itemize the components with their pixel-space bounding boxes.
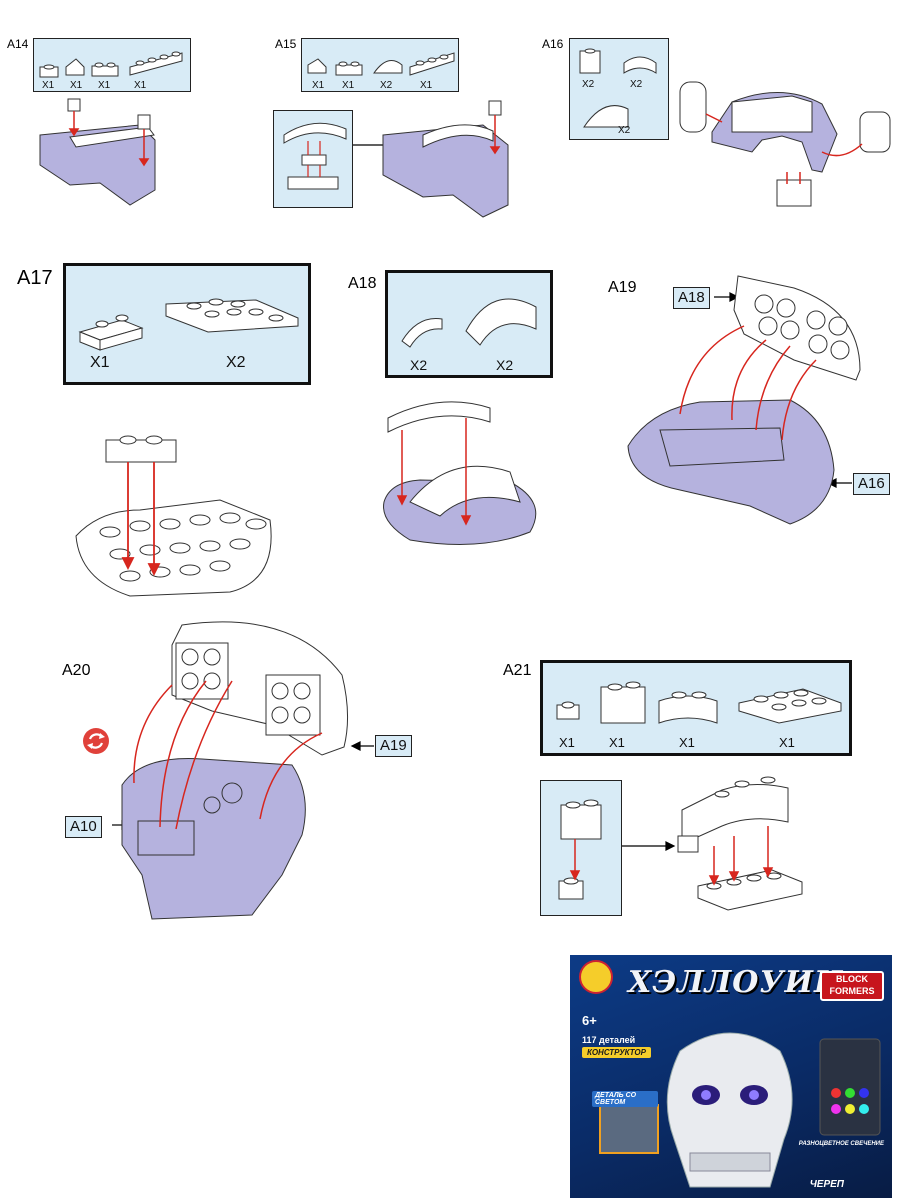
qty-a16-2: X2 — [630, 79, 643, 90]
parts-box-a18: X2 X2 — [385, 270, 553, 378]
assembly-a16 — [679, 81, 891, 207]
parts-box-a14: X1 X1 X1 X1 — [33, 38, 191, 92]
sub-assembly-box-a15 — [273, 110, 353, 208]
qty-a21-2: X1 — [609, 735, 625, 750]
cover-artwork — [579, 960, 881, 1188]
step-label-a18: A18 — [348, 275, 377, 292]
assembly-a17 — [75, 435, 272, 597]
qty-a15-3: X2 — [380, 80, 393, 91]
callout-a16: A16 — [853, 473, 890, 495]
cover-age: 6+ — [582, 1013, 597, 1028]
assembly-a21 — [622, 776, 803, 911]
parts-box-a17: X1 X2 — [63, 263, 311, 385]
qty-a14-4: X1 — [134, 80, 147, 91]
qty-a14-2: X1 — [70, 80, 83, 91]
step-label-a19: A19 — [608, 279, 637, 296]
cover-light-part-label: ДЕТАЛЬ СО СВЕТОМ — [592, 1091, 658, 1107]
sub-assembly-a21 — [558, 799, 602, 900]
cover-kit-label: КОНСТРУКТОР — [582, 1047, 651, 1058]
qty-a18-1: X2 — [410, 357, 428, 373]
assembly-a15 — [353, 100, 509, 218]
callout-a10: A10 — [65, 816, 102, 838]
cover-piece-count: 117 деталей — [582, 1035, 636, 1045]
qty-a16-3: X2 — [618, 125, 631, 136]
step-label-a21: A21 — [503, 662, 532, 679]
cover-rgb-label: РАЗНОЦВЕТНОЕ СВЕЧЕНИЕ — [798, 1141, 884, 1147]
qty-a21-4: X1 — [779, 735, 795, 750]
qty-a21-1: X1 — [559, 735, 575, 750]
parts-icons-a15 — [307, 52, 455, 76]
parts-box-a21: X1 X1 X1 X1 — [540, 660, 852, 756]
step-label-a14: A14 — [7, 37, 29, 51]
qty-a14-3: X1 — [98, 80, 111, 91]
assembly-a19 — [627, 275, 861, 525]
callout-a18: A18 — [673, 287, 710, 309]
qty-a14-1: X1 — [42, 80, 55, 91]
parts-box-a16: X2 X2 X2 — [569, 38, 669, 140]
qty-a15-4: X1 — [420, 80, 433, 91]
parts-icons-a17 — [78, 298, 299, 351]
step-label-a16: A16 — [542, 37, 564, 51]
parts-icons-a18 — [401, 298, 537, 348]
qty-a18-2: X2 — [496, 357, 514, 373]
cover-title: ХЭЛЛОУИН — [628, 965, 844, 1000]
assembly-a18 — [383, 401, 537, 545]
rotate-icon — [83, 728, 109, 754]
parts-icons-a14 — [39, 51, 183, 78]
step-label-a17: A17 — [17, 267, 53, 289]
cover-model-name: ЧЕРЕП — [809, 1179, 844, 1190]
step-label-a20: A20 — [62, 662, 91, 679]
parts-icons-a16 — [579, 48, 657, 128]
qty-a16-1: X2 — [582, 79, 595, 90]
assembly-a14 — [39, 98, 156, 206]
qty-a15-1: X1 — [312, 80, 325, 91]
step-label-a15: A15 — [275, 37, 297, 51]
qty-a15-2: X1 — [342, 80, 355, 91]
callout-a19: A19 — [375, 735, 412, 757]
sub-assembly-a15 — [283, 122, 347, 190]
qty-a21-3: X1 — [679, 735, 695, 750]
qty-a17-2: X2 — [226, 354, 246, 371]
qty-a17-1: X1 — [90, 354, 110, 371]
parts-icons-a21 — [556, 681, 842, 724]
assembly-a20 — [112, 621, 374, 920]
parts-box-a15: X1 X1 X2 X1 — [301, 38, 459, 92]
sub-assembly-box-a21 — [540, 780, 622, 916]
